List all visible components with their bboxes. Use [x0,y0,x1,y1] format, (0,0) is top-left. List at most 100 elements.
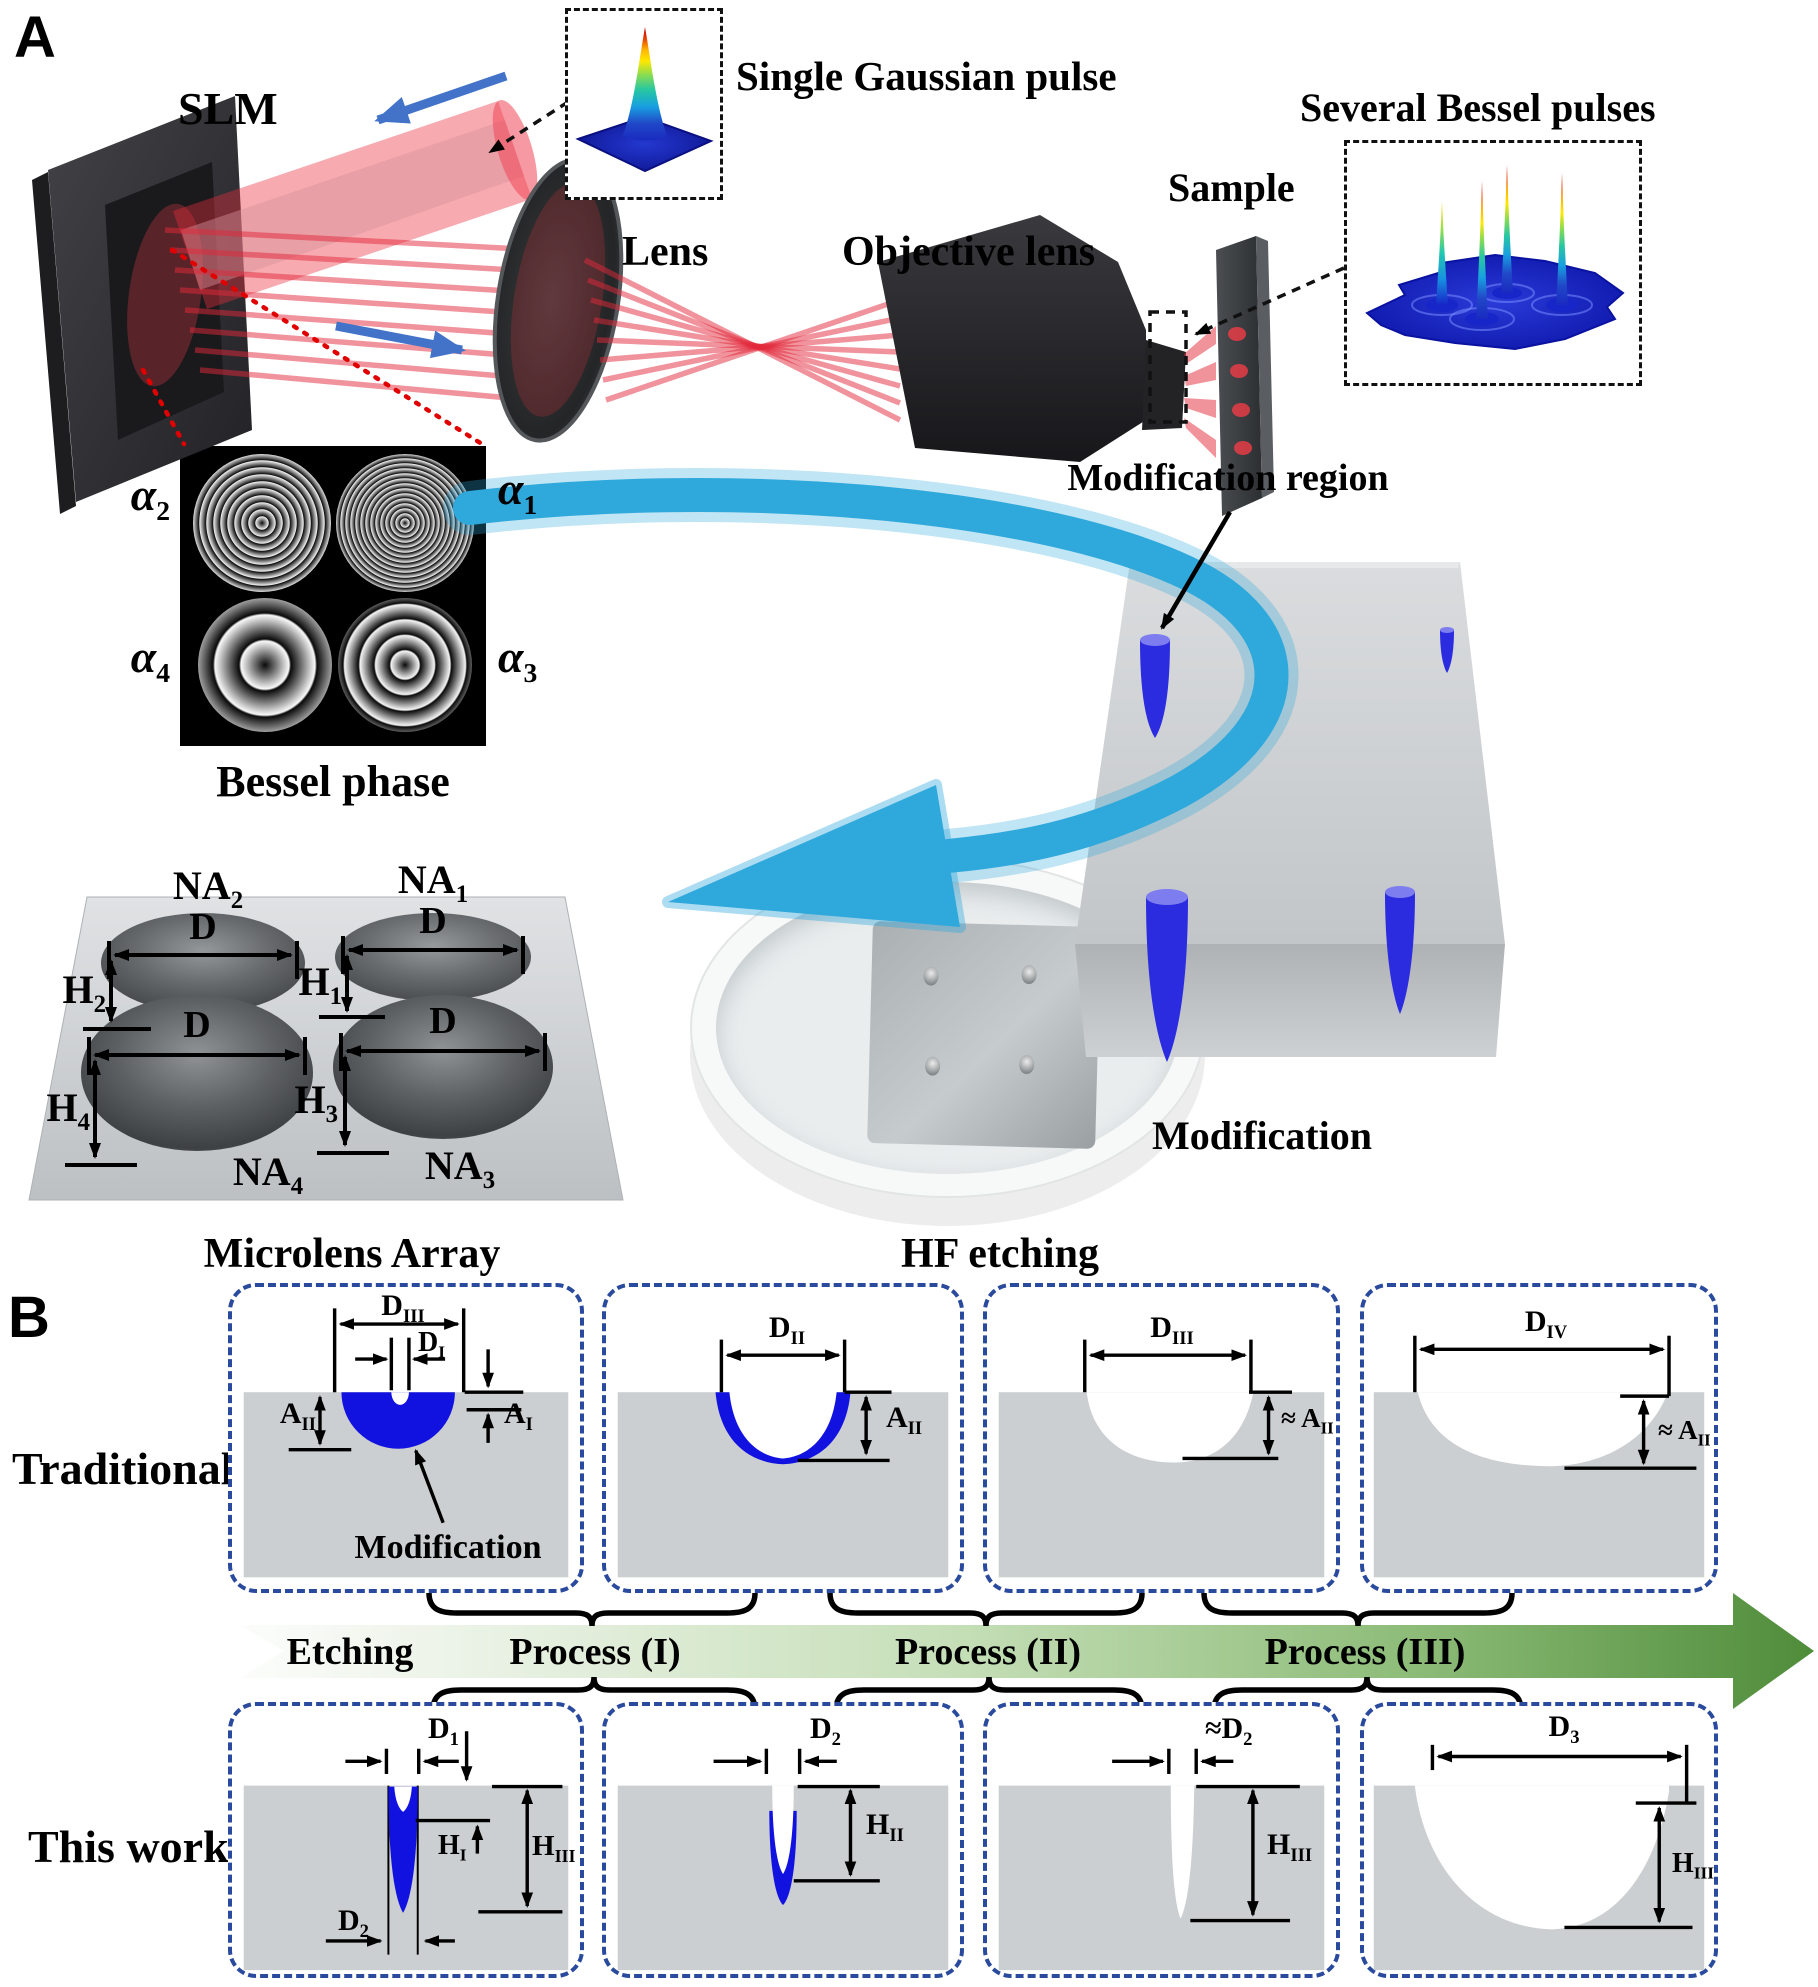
dim-a2-label: AII [279,1397,316,1435]
modification-note: Modification [354,1529,542,1566]
traditional-step1-box: DIII DI AII AI Modification [228,1283,584,1593]
band-process-3: Process (III) [1264,1631,1466,1673]
several-bessel-pulses-label: Several Bessel pulses [1300,85,1656,130]
traditional-step2-drawing [617,1339,949,1578]
alpha3-label: α3 [498,631,538,689]
dim-approx-a2-label: ≈ AII [1281,1403,1334,1438]
gaussian-pulse-plot [575,27,714,173]
green-arrow-band [240,1593,1814,1709]
bessel-phase-box [180,446,486,746]
objective-lens-body [878,215,1186,462]
focus-region-dashed-rect [1148,310,1188,424]
slm-device [32,96,252,514]
band-etching: Etching [286,1631,414,1673]
h2-label: H2 [62,967,106,1018]
slm-label: SLM [178,83,278,134]
modification-teardrop [1140,627,1454,1062]
braces [426,1590,1524,1713]
d-label-na3: D [429,1000,457,1042]
process-flow-swoosh-arrow [443,467,1299,933]
sample-label: Sample [1168,165,1295,210]
dim-d1-label: D1 [428,1712,459,1750]
na1-label: NA1 [397,857,469,908]
bessel-phase-alpha1 [336,454,474,592]
na3-label: NA3 [424,1143,496,1194]
dim-d1-label: DI [418,1327,445,1362]
microlens-array [28,896,624,1201]
thiswork-step1-box: D1 HI HIII D2 [228,1702,584,1978]
thiswork-step2-drawing [617,1748,949,1971]
traditional-step3-box: DIII ≈ AII [983,1283,1340,1593]
dim-d3-label: D3 [1548,1710,1580,1748]
dim-hII-label: HII [866,1808,904,1846]
alpha1-label: α1 [498,463,538,521]
objective-lens-label: Objective lens [842,229,1096,275]
panel-a-label: A [14,5,56,70]
slm-phase-dotted-lines [140,247,485,447]
na2-label: NA2 [172,863,244,914]
bessel-phase-caption: Bessel phase [216,757,450,806]
dim-approx-a2-label: ≈ AII [1658,1415,1711,1450]
alpha2-label: α2 [130,469,170,527]
dim-d2-label: D2 [810,1712,841,1750]
microlens-na4 [81,995,313,1151]
optical-setup [32,71,1345,933]
traditional-step3-drawing [998,1339,1325,1578]
this-work-row-label: This work [28,1821,229,1872]
hf-etching-caption: HF etching [901,1231,1099,1277]
traditional-row-label: Traditional [12,1443,234,1494]
traditional-step1-drawing [243,1308,569,1578]
modification-slab [1075,562,1505,1062]
dim-d3-label: DIII [1150,1311,1194,1349]
microlens-na1 [335,913,531,1001]
modification-region-label: Modification region [1067,457,1389,499]
alpha4-label: α4 [130,631,170,689]
lens-label: Lens [622,229,709,275]
single-gaussian-pulse-label: Single Gaussian pulse [736,53,1117,99]
beam-direction-arrow-left [374,71,508,125]
modification-region-arrow [1160,510,1232,630]
panel-b-label: B [8,1285,50,1350]
traditional-step4-box: DIV ≈ AII [1360,1283,1718,1593]
h4-label: H4 [46,1085,90,1136]
h1-label: H1 [298,959,342,1010]
beam-direction-arrow-right [335,321,466,359]
dim-d3-label: DIII [381,1289,425,1327]
dim-hIII-label: HIII [1267,1828,1313,1866]
d-label-na2: D [189,906,217,948]
thiswork-step4-drawing [1373,1744,1705,1971]
microlens-array-caption: Microlens Array [203,1231,501,1277]
d-label-na4: D [183,1004,211,1046]
bessel-pulses-plot [1365,165,1625,351]
bessel-phase-alpha3 [338,598,472,732]
band-process-1: Process (I) [509,1631,681,1673]
bessel-pulses-inset [1344,140,1642,386]
thiswork-step2-box: D2 HII [602,1702,964,1978]
gaussian-pulse-inset [565,8,723,200]
microlens-dimension-arrows [65,936,547,1167]
d-label-na1: D [419,900,447,942]
sample-slab [1216,236,1274,516]
traditional-step2-box: DII AII [602,1283,964,1593]
thiswork-step3-drawing [998,1748,1325,1971]
thiswork-step1-drawing [243,1731,569,1971]
bessel-phase-alpha2 [193,454,331,592]
microlens-na2 [101,913,305,1013]
focused-bessel-beams [1184,326,1216,458]
microlens-na3 [333,995,553,1139]
dim-hI-label: HI [438,1830,467,1865]
dim-d2-label: D2 [338,1904,369,1942]
etching-process-band [240,1590,1814,1713]
dim-a2-label: AII [886,1401,923,1439]
na4-label: NA4 [232,1149,304,1200]
dim-approx-d2-label: ≈D2 [1205,1712,1253,1750]
band-process-2: Process (II) [894,1631,1082,1673]
crossing-beams [583,257,902,423]
bessel-callout-arrow [1194,266,1345,336]
bessel-phase-alpha4 [198,598,332,732]
modification-caption: Modification [1152,1113,1372,1158]
dim-a1-label: AI [504,1397,533,1435]
dim-hIII-label: HIII [532,1830,576,1866]
h3-label: H3 [294,1077,338,1128]
